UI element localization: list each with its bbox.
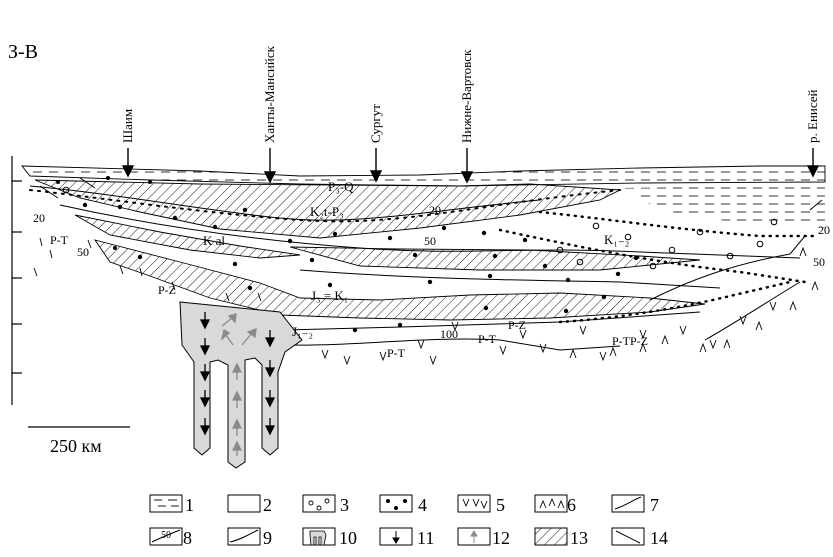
legend-item-13: 13	[534, 527, 588, 548]
legend-item-4: 4	[379, 494, 427, 515]
legend-num-8: 8	[183, 528, 192, 548]
legend-num-14: 14	[650, 528, 668, 548]
city-label-shaim: Шаим	[120, 109, 135, 143]
legend-item-8: 50 8	[149, 527, 192, 548]
contour-100: 100	[440, 327, 458, 341]
layer-k2t-hatched	[34, 179, 622, 239]
scale-bar: 250 км	[28, 426, 130, 456]
city-label-khanty-mansiysk: Ханты-Мансийск	[262, 45, 277, 143]
contour-line-icon: 50	[151, 529, 181, 543]
v-marks-icon	[462, 498, 488, 510]
diapir-icon	[309, 530, 327, 546]
legend-item-5: 5	[457, 494, 505, 515]
label-p3q: P₃-Q	[328, 179, 354, 194]
contour-20-mid: 20	[429, 203, 441, 217]
layer-p3q	[21, 165, 826, 187]
contour-20-right: 20	[818, 223, 830, 237]
layer-j3k1-hatched	[93, 239, 706, 321]
legend-num-12: 12	[492, 528, 510, 548]
city-label-nizhnevartovsk: Нижне-Вартовск	[459, 49, 474, 143]
layer-kal-hatched	[74, 214, 301, 259]
label-k12: K₁₋₂	[604, 232, 629, 247]
diapir	[179, 301, 303, 469]
dot-fill	[56, 176, 639, 333]
label-j12: J₁₋₂	[292, 324, 313, 339]
direction-label: З-В	[8, 41, 38, 63]
label-pz-mid: P-Z	[508, 318, 526, 332]
legend-num-10: 10	[339, 528, 357, 548]
legend-item-1: 1	[149, 494, 194, 515]
contour-50-left: 50	[77, 245, 89, 259]
circle-fill	[62, 186, 778, 270]
depth-axis	[11, 156, 22, 405]
legend-item-14: 14	[611, 527, 668, 548]
hatch-icon	[534, 527, 568, 546]
city-label-yenisei: р. Енисей	[805, 89, 820, 143]
basement-marks	[33, 237, 819, 366]
label-kal: K al	[203, 233, 225, 248]
caret-marks-icon	[539, 497, 565, 509]
contour-50-right: 50	[813, 255, 825, 269]
label-pt-mid2: P-T	[478, 332, 497, 346]
legend-item-11: 11	[379, 527, 434, 548]
legend-item-2: 2	[227, 494, 272, 515]
legend-item-10: 10	[302, 527, 357, 548]
legend-item-9: 9	[227, 527, 272, 548]
legend-item-12: 12	[457, 527, 510, 548]
legend-num-3: 3	[340, 495, 349, 515]
layer-east-dashed	[620, 186, 825, 228]
legend-num-5: 5	[496, 495, 505, 515]
legend-num-1: 1	[185, 495, 194, 515]
legend-item-3: 3	[302, 494, 349, 515]
arrow-down-icon	[392, 531, 400, 544]
scale-bar-label: 250 км	[50, 436, 102, 456]
label-pz-left: P-Z	[158, 283, 176, 297]
dots-icon	[386, 499, 407, 510]
contour-20-left: 20	[33, 211, 45, 225]
contour-labels: 20 50 20 50 100 20 50	[33, 203, 830, 341]
legend-item-7: 7	[611, 494, 659, 515]
label-ptpz: P-TP-Z	[612, 334, 648, 348]
legend-num-11: 11	[417, 528, 434, 548]
label-pt-left: P-T	[50, 233, 69, 247]
legend-num-6: 6	[567, 495, 576, 515]
legend-item-6: 6	[534, 494, 576, 515]
fault-lines	[39, 177, 823, 211]
curve-line-icon	[229, 529, 259, 543]
legend-num-4: 4	[418, 495, 427, 515]
dotted-boundaries	[29, 189, 817, 324]
legend-num-9: 9	[263, 528, 272, 548]
legend-num-13: 13	[570, 528, 588, 548]
fault-line-icon	[615, 530, 641, 544]
layer-mid-hatched	[289, 246, 701, 271]
label-k2t: K₂t-P₃	[310, 204, 344, 219]
dashed-lines-icon	[154, 499, 179, 507]
city-label-surgut: Сургут	[368, 104, 383, 143]
contour-50-mid: 50	[424, 234, 436, 248]
legend: 1 2 3 4 5 6	[149, 494, 668, 548]
legend-num-2: 2	[263, 495, 272, 515]
legend-contour-glyph: 50	[161, 530, 171, 541]
legend-num-7: 7	[650, 495, 659, 515]
circles-icon	[308, 498, 330, 511]
empty-box-icon	[227, 494, 261, 513]
layer-labels: P₃-Q K₂t-P₃ K al J₃ = K₁ J₁₋₂ K₁₋₂ P-T P…	[50, 179, 648, 360]
arrow-up-icon	[470, 530, 478, 543]
layer-boundaries	[29, 185, 806, 351]
label-j3k1: J₃ = K₁	[311, 288, 348, 303]
label-pt-mid1: P-T	[387, 346, 406, 360]
curve-line-icon	[614, 496, 642, 510]
city-labels: Шаим Ханты-Мансийск Сургут Нижне-Вартовс…	[120, 45, 820, 143]
diapir-arrows	[199, 312, 276, 456]
